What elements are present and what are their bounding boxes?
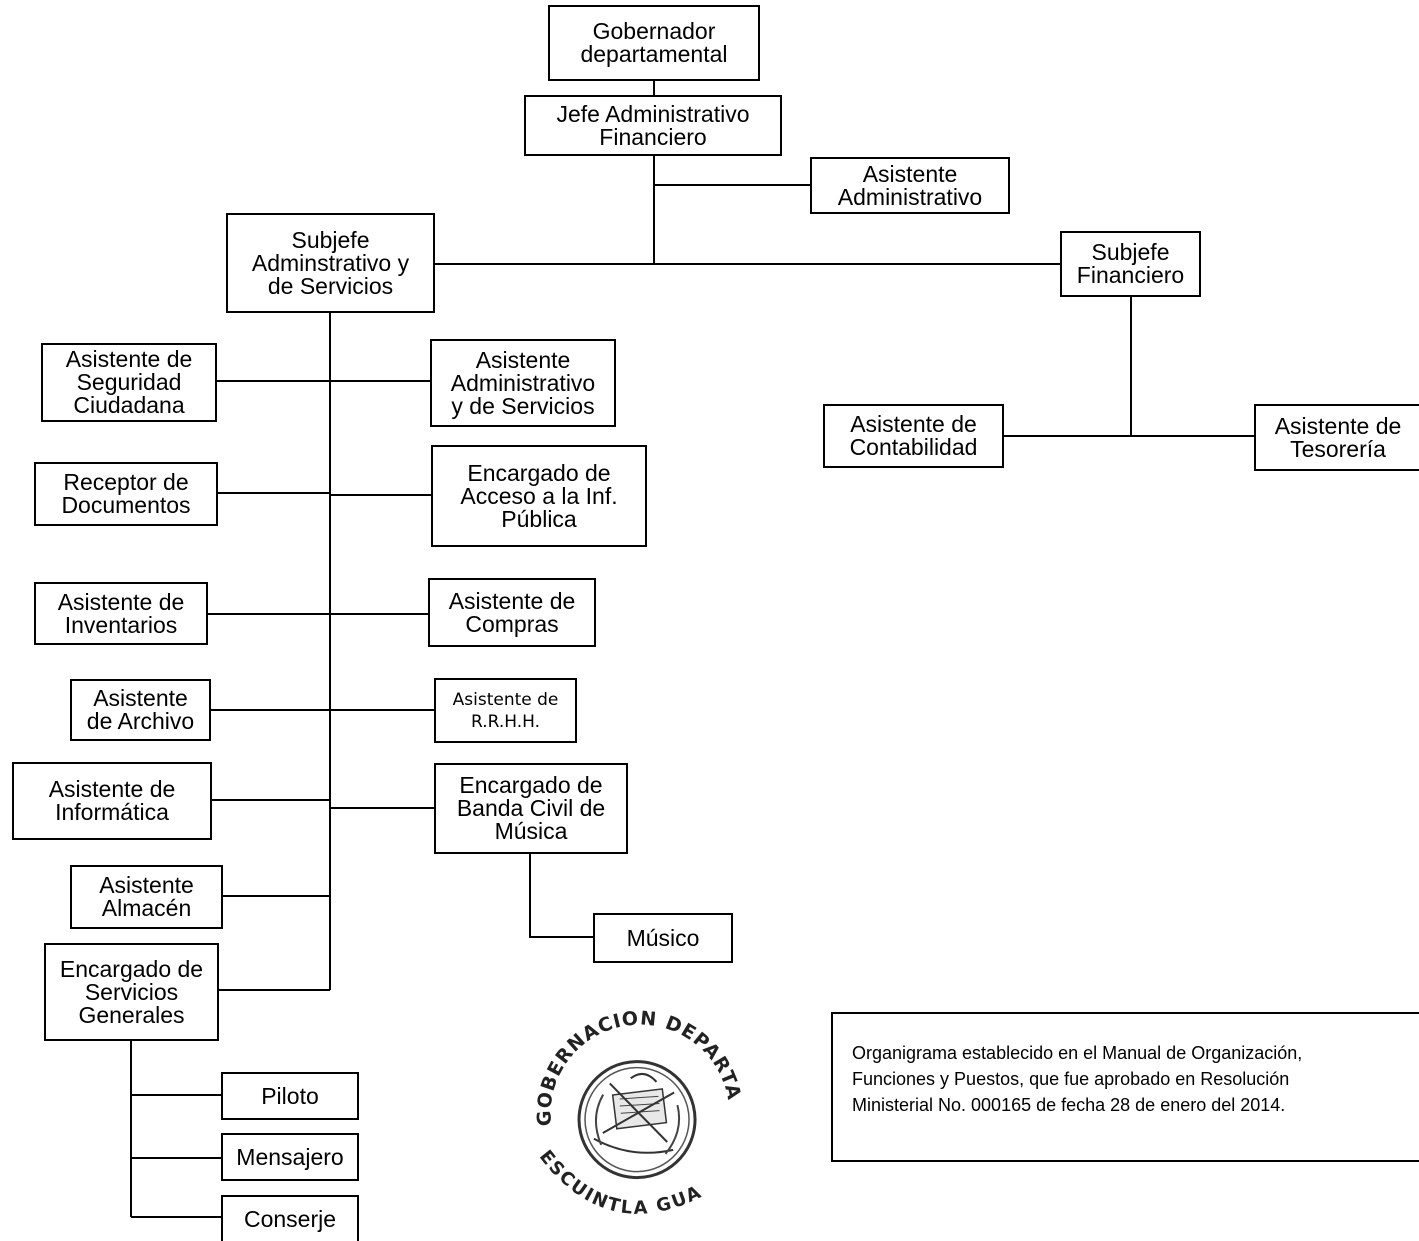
node-label: R.R.H.H. bbox=[471, 711, 540, 732]
node-label: Pública bbox=[501, 505, 577, 532]
node-label: Tesorería bbox=[1290, 435, 1386, 462]
node-label: Mensajero bbox=[236, 1143, 344, 1170]
node-label: Financiero bbox=[599, 123, 707, 150]
node-label: Inventarios bbox=[64, 611, 178, 638]
note-line: Funciones y Puestos, que fue aprobado en… bbox=[852, 1069, 1290, 1089]
node-label: Piloto bbox=[261, 1082, 319, 1109]
node-label: Asistente bbox=[93, 685, 188, 711]
node-label: departamental bbox=[580, 41, 728, 67]
node-label: Músico bbox=[626, 924, 700, 951]
node-label: Receptor de bbox=[63, 469, 189, 495]
node-subjefe-administrativo: Subjefe Adminstrativo y de Servicios bbox=[226, 213, 435, 313]
svg-text:GOBERNACION DEPARTAMENTAL: GOBERNACION DEPARTAMENTAL bbox=[505, 1010, 758, 1155]
node-label: Subjefe bbox=[1091, 239, 1170, 265]
node-label: Encargado de bbox=[59, 955, 204, 982]
node-label: Documentos bbox=[61, 492, 191, 518]
node-label: Encargado de bbox=[459, 772, 603, 798]
node-receptor-documentos: Receptor de Documentos bbox=[34, 462, 218, 526]
node-label: Adminstrativo y bbox=[251, 249, 410, 276]
node-asistente-informatica: Asistente de Informática bbox=[12, 762, 212, 840]
node-label: Encargado de bbox=[467, 459, 611, 486]
node-asistente-archivo: Asistente de Archivo bbox=[70, 679, 211, 741]
node-label: Contabilidad bbox=[849, 434, 978, 460]
node-jefe-administrativo-financiero: Jefe Administrativo Financiero bbox=[524, 95, 782, 156]
approval-note: Organigrama establecido en el Manual de … bbox=[831, 1012, 1419, 1162]
node-gobernador: Gobernador departamental bbox=[548, 5, 760, 81]
node-label: Asistente de bbox=[57, 588, 185, 615]
node-label: Administrativo bbox=[450, 369, 596, 396]
node-label: Asistente de bbox=[48, 776, 176, 802]
node-label: Asistente de bbox=[850, 411, 977, 437]
node-asistente-rrhh: Asistente de R.R.H.H. bbox=[434, 678, 577, 743]
node-label: Servicios bbox=[84, 978, 179, 1005]
node-label: Almacén bbox=[101, 895, 192, 921]
node-label: Gobernador bbox=[592, 18, 716, 44]
node-label: Asistente bbox=[475, 346, 571, 373]
node-label: Asistente bbox=[99, 872, 194, 898]
node-label: Seguridad bbox=[76, 369, 182, 395]
node-asistente-compras: Asistente de Compras bbox=[428, 578, 596, 647]
node-label: de Archivo bbox=[86, 708, 195, 734]
node-label: Acceso a la Inf. bbox=[460, 482, 618, 509]
node-musico: Músico bbox=[593, 913, 733, 963]
node-conserje: Conserje bbox=[221, 1195, 359, 1241]
node-label: Asistente de bbox=[1274, 412, 1402, 439]
seal-top-text: GOBERNACION DEPARTAMENTAL bbox=[505, 1010, 758, 1155]
node-label: Ciudadana bbox=[73, 392, 185, 418]
node-asistente-seguridad: Asistente de Seguridad Ciudadana bbox=[41, 343, 217, 422]
node-label: y de Servicios bbox=[451, 392, 595, 419]
node-asistente-administrativo-servicios: Asistente Administrativo y de Servicios bbox=[430, 339, 616, 427]
node-label: Financiero bbox=[1076, 262, 1185, 288]
node-label: Administrativo bbox=[837, 183, 983, 210]
official-seal-stamp: GOBERNACION DEPARTAMENTAL ESCUINTLA GUAT… bbox=[505, 1010, 758, 1229]
note-line: Organigrama establecido en el Manual de … bbox=[852, 1043, 1303, 1063]
node-asistente-almacen: Asistente Almacén bbox=[70, 865, 223, 929]
node-subjefe-financiero: Subjefe Financiero bbox=[1060, 231, 1201, 297]
node-label: Compras bbox=[465, 610, 559, 637]
node-asistente-administrativo: Asistente Administrativo bbox=[810, 157, 1010, 214]
node-label: Asistente de bbox=[448, 587, 576, 614]
note-line: Ministerial No. 000165 de fecha 28 de en… bbox=[852, 1095, 1286, 1115]
node-label: Jefe Administrativo bbox=[556, 100, 750, 127]
node-label: Asistente bbox=[862, 160, 958, 187]
node-label: Banda Civil de bbox=[456, 795, 606, 821]
node-label: Asistente de bbox=[452, 689, 559, 710]
node-asistente-tesoreria: Asistente de Tesorería bbox=[1254, 404, 1419, 471]
node-encargado-banda-civil: Encargado de Banda Civil de Música bbox=[434, 763, 628, 854]
node-mensajero: Mensajero bbox=[221, 1133, 359, 1181]
node-label: Conserje bbox=[243, 1205, 337, 1232]
node-label: de Servicios bbox=[267, 272, 394, 299]
node-piloto: Piloto bbox=[221, 1072, 359, 1120]
node-encargado-servicios-generales: Encargado de Servicios Generales bbox=[44, 943, 219, 1041]
node-encargado-acceso-informacion: Encargado de Acceso a la Inf. Pública bbox=[431, 445, 647, 547]
node-label: Subjefe bbox=[291, 226, 370, 253]
node-label: Asistente de bbox=[65, 346, 193, 372]
node-label: Música bbox=[494, 818, 568, 844]
node-asistente-inventarios: Asistente de Inventarios bbox=[34, 582, 208, 645]
node-label: Informática bbox=[55, 799, 169, 825]
node-label: Generales bbox=[78, 1001, 185, 1028]
node-asistente-contabilidad: Asistente de Contabilidad bbox=[823, 404, 1004, 468]
